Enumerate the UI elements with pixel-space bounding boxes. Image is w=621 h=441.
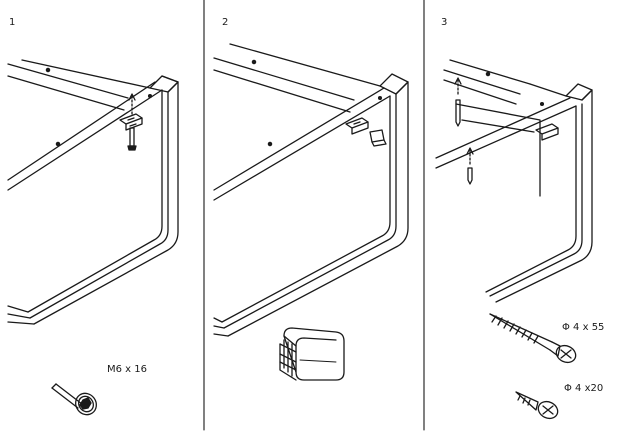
hex-socket-bolt-icon [51, 383, 97, 416]
step-number-2: 2 [222, 17, 229, 28]
glide-cap-icon [279, 327, 345, 381]
part-label-long-screw: Φ 4 x 55 [562, 322, 605, 333]
step-number-3: 3 [441, 17, 448, 28]
part-label-m6-bolt: M6 x 16 [107, 364, 147, 375]
panel-3-frame [435, 59, 593, 303]
part-label-short-screw: Φ 4 x20 [564, 383, 604, 394]
long-wood-screw-icon [489, 313, 577, 364]
panel-1-frame [7, 59, 179, 325]
panel-2-frame [213, 43, 409, 337]
step-number-1: 1 [9, 17, 16, 28]
short-wood-screw-icon [515, 391, 559, 420]
